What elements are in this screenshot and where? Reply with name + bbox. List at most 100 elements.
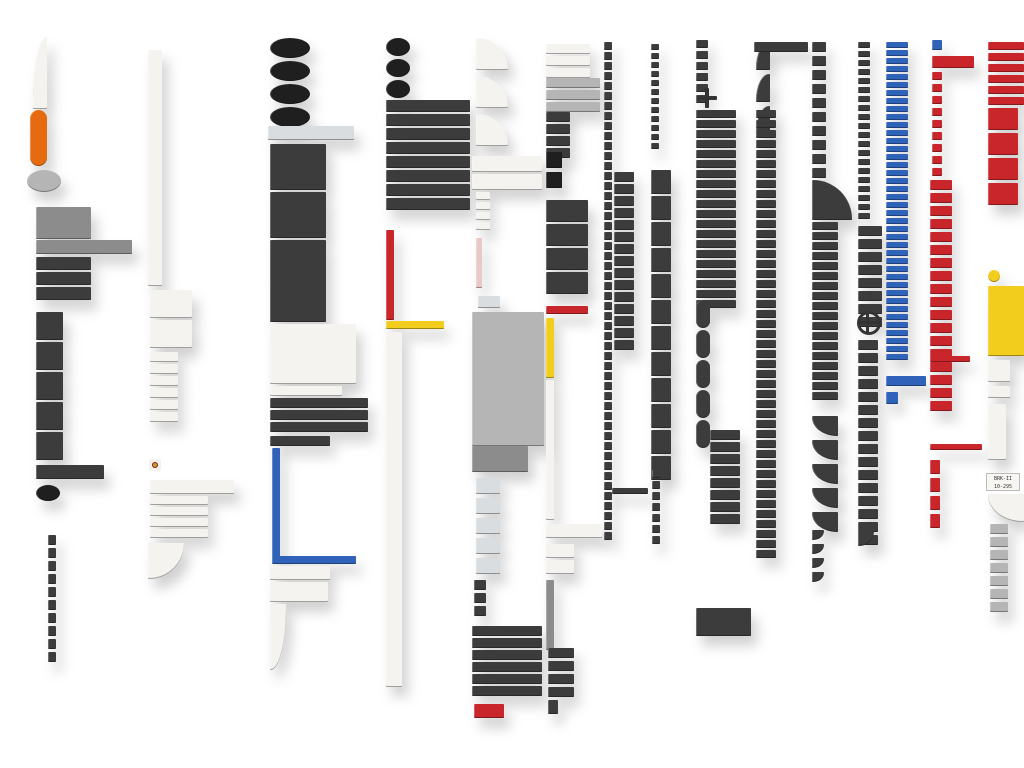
dark-tile [604,42,612,50]
red-tile [930,496,940,510]
dark-plate [651,352,671,376]
dark-plate [858,304,882,314]
white-plate-small [476,222,490,230]
blue-plate [886,298,908,304]
dark-tile [604,92,612,100]
blue-plate [886,186,908,192]
dark-plate [858,340,878,350]
blue-plate [886,194,908,200]
white-brick [988,360,1010,382]
dark-tile [651,98,659,104]
white-large-plate [270,324,356,384]
dark-tile [858,150,870,156]
white-plate-small [476,202,490,210]
blue-tile [932,40,942,50]
white-curved-slope [476,114,508,146]
dark-tile [614,280,634,290]
dark-tile [604,312,612,320]
dark-plate [812,242,838,250]
yellow-technic-beam [546,318,554,378]
dark-plate [812,222,838,230]
white-curved-panel [270,604,286,670]
dark-plate [696,220,736,228]
dark-plate [651,378,671,402]
blue-plate [886,106,908,112]
dark-plate [756,540,776,548]
dark-plate [651,196,671,220]
dark-plate [546,112,570,122]
white-plate-small [150,388,178,398]
white-curved-slope [476,38,508,70]
dark-plate [812,302,838,310]
blue-plate [272,556,356,564]
red-tile [930,514,940,528]
red-plate [930,349,952,359]
dark-plate [651,248,671,272]
dark-plate [696,270,736,278]
dark-tile [858,78,870,84]
small-dark-part [474,606,486,616]
dark-plate-long [472,650,542,660]
white-plate [472,174,542,190]
blue-tile [886,392,898,404]
dark-tile [604,112,612,120]
gray-plate [36,207,91,239]
dark-plate-long [472,674,542,684]
dark-plate [546,272,588,294]
dark-plate [858,457,878,467]
dark-tile [812,154,826,164]
blue-plate [886,178,908,184]
white-technic-beam [546,380,554,520]
blue-plate [886,258,908,264]
red-plate [932,56,974,68]
white-plate [546,544,574,558]
dark-tile [604,392,612,400]
dark-wedge [812,488,838,508]
dark-plate [756,230,776,238]
red-plate [930,323,952,333]
dark-plate-long [472,686,542,696]
dark-tile [604,282,612,290]
dark-tile [614,208,634,218]
small-dark-part [548,700,558,714]
dark-tile [858,177,870,183]
dark-plate [756,380,776,388]
dark-tile [614,196,634,206]
dark-plate [756,420,776,428]
dark-tile [604,212,612,220]
small-dark-part [474,580,486,590]
small-dark-tile [48,535,56,545]
dark-tile [604,342,612,350]
blue-plate [886,306,908,312]
clear-window [476,478,500,494]
dark-plate [858,522,878,532]
dark-tile [858,204,870,210]
dark-tile [604,272,612,280]
dark-tile [604,322,612,330]
dark-plate-long [472,626,542,636]
dark-plate [546,224,588,246]
dark-plate [756,310,776,318]
dark-plate [546,248,588,270]
small-dark-tile [48,574,56,584]
dark-plate [858,366,878,376]
yellow-plate [386,321,444,329]
dark-plate [756,480,776,488]
dark-plate [710,442,740,452]
dark-tile [858,141,870,147]
dark-tile [858,69,870,75]
dark-tile [614,340,634,350]
dark-tile [604,522,612,530]
dark-plate [710,502,740,512]
dark-tile [652,503,660,511]
dark-tile [651,107,659,113]
blue-plate [886,122,908,128]
dark-gray-brick [36,372,63,400]
white-plate-medium [150,529,208,538]
blue-plate [886,346,908,352]
dark-plate [696,608,751,636]
dark-plate [756,350,776,358]
dark-tile [604,292,612,300]
dark-plate [858,226,882,236]
dark-tile [812,98,826,108]
